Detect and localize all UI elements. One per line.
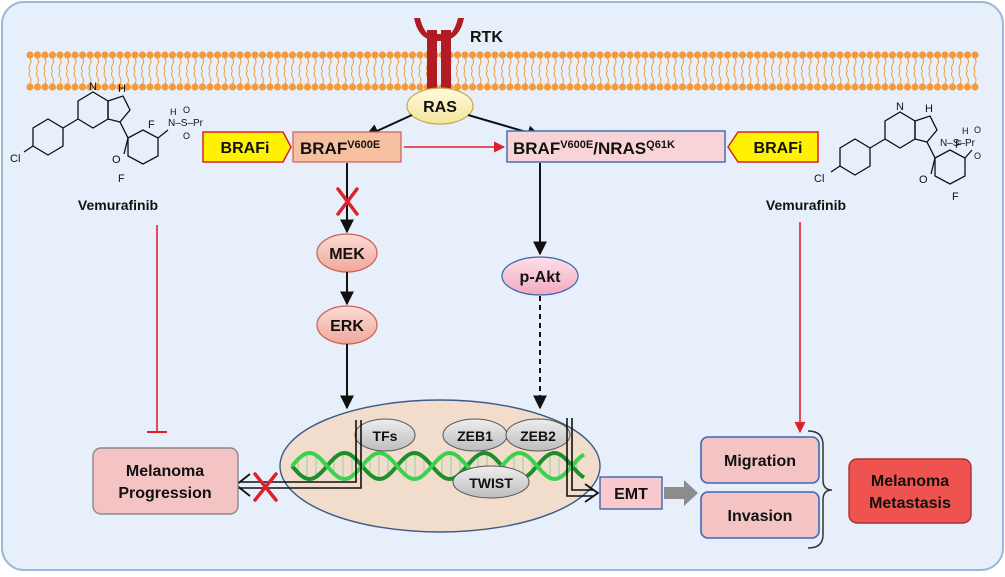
zeb2-to-emt-arrow [566,418,600,503]
grouping-bracket [807,430,833,549]
invasion-box [700,491,820,539]
braf-nras-label: BRAFV600E/NRASQ61K [513,139,675,158]
blocked-x-mek [336,187,359,216]
pakt-label: p-Akt [520,269,562,286]
vemurafinib-left-f1: F [148,119,155,131]
vemurafinib-left-o: O [112,154,121,166]
vemurafinib-right-o: O [919,174,928,186]
invasion-label: Invasion [728,508,793,525]
brafi-right-tag [727,131,819,163]
vemurafinib-right-n: N [896,101,904,113]
metastasis-line1: Melanoma [871,473,949,490]
progression-line1: Melanoma [126,463,204,480]
vemurafinib-right-s-h: H [962,126,969,136]
progression-line2: Progression [118,485,211,502]
vemurafinib-right-structure [830,111,973,185]
vemurafinib-left-cl: Cl [10,153,20,165]
metastasis-line2: Metastasis [869,495,951,512]
vemurafinib-left-f2: F [118,173,125,185]
braf-sup: V600E [347,139,380,151]
brafi-left-label: BRAFi [221,140,270,157]
brafi-left-tag [202,131,292,163]
rtk-label: RTK [470,29,503,46]
vemurafinib-right-s-o1: O [974,125,981,135]
braf-v600e-box [292,131,402,163]
vemurafinib-right-f1: F [955,139,962,151]
emt-to-metastasis-arrow [664,480,698,506]
pakt-node [501,256,579,296]
vemurafinib-left-nh: H [118,83,126,95]
cell-membrane [26,51,979,91]
zeb2-node [505,418,571,452]
vemurafinib-right-f2: F [952,191,959,203]
vemurafinib-left-n: N [89,81,97,93]
vemurafinib-right-s-o2: O [974,151,981,161]
vemurafinib-left-structure [23,91,169,165]
vemurafinib-right-sulfonamide: N–S–Pr [940,138,976,149]
erk-label: ERK [330,318,364,335]
braf-nras-box [506,130,726,163]
braf-main: BRAF [300,139,347,158]
migration-label: Migration [724,453,796,470]
zeb1-label: ZEB1 [457,428,493,444]
twist-node [452,465,530,499]
tfs-node [354,418,416,452]
emt-box [599,476,663,510]
blocked-x-progression [253,472,278,502]
vemurafinib-left-s-o2: O [183,131,190,141]
melanoma-progression-box [92,447,239,515]
brafi-right-label: BRAFi [754,140,803,157]
ras-label: RAS [423,99,457,116]
migration-box [700,436,820,484]
vemurafinib-left-s-o1: O [183,105,190,115]
vemurafinib-right-nh: H [925,103,933,115]
vemurafinib-right-name: Vemurafinib [766,197,846,213]
rtk-receptor: RTK [414,18,503,96]
ras-node [406,87,474,125]
vemurafinib-left-name: Vemurafinib [78,197,158,213]
mek-label: MEK [329,246,365,263]
vemurafinib-left-sulfonamide: N–S–Pr [168,118,204,129]
vemurafinib-right-cl: Cl [814,173,824,185]
braf-v600e-label: BRAFV600E [300,139,380,158]
tfs-label: TFs [373,428,398,444]
vemurafinib-left-s-h: H [170,107,177,117]
emt-label: EMT [614,486,648,503]
melanoma-metastasis-box [848,458,972,524]
zeb2-label: ZEB2 [520,428,556,444]
twist-label: TWIST [469,475,513,491]
